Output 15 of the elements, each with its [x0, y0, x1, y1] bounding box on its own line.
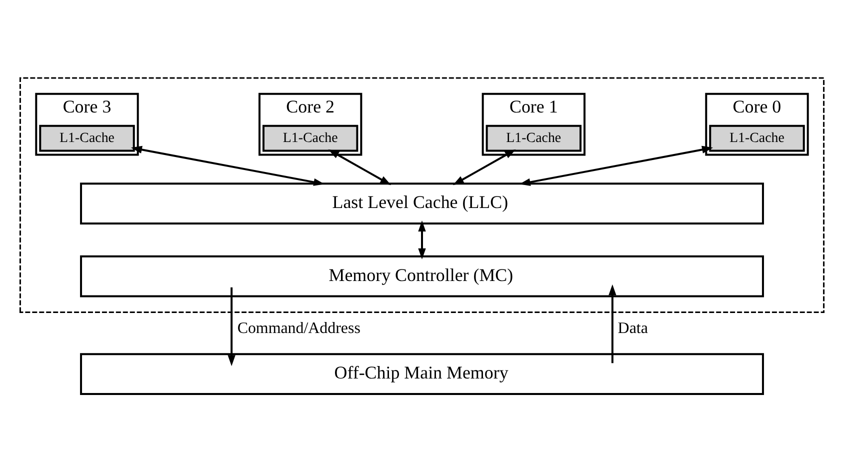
edge-label: Data [618, 320, 648, 337]
arrow [228, 287, 236, 366]
arrow [130, 146, 325, 186]
arrow [519, 146, 714, 186]
cluster [19, 77, 825, 313]
node-box: L1-Cache [709, 124, 805, 152]
arrow [418, 220, 426, 260]
node-box: L1-Cache [486, 124, 582, 152]
arrow [328, 149, 392, 186]
node-box: Last Level Cache (LLC) [80, 182, 764, 225]
arrow [452, 149, 516, 186]
arrow [608, 284, 616, 364]
node-box: L1-Cache [39, 124, 135, 152]
edge-label: Command/Address [237, 320, 360, 337]
node-box: L1-Cache [262, 124, 358, 152]
